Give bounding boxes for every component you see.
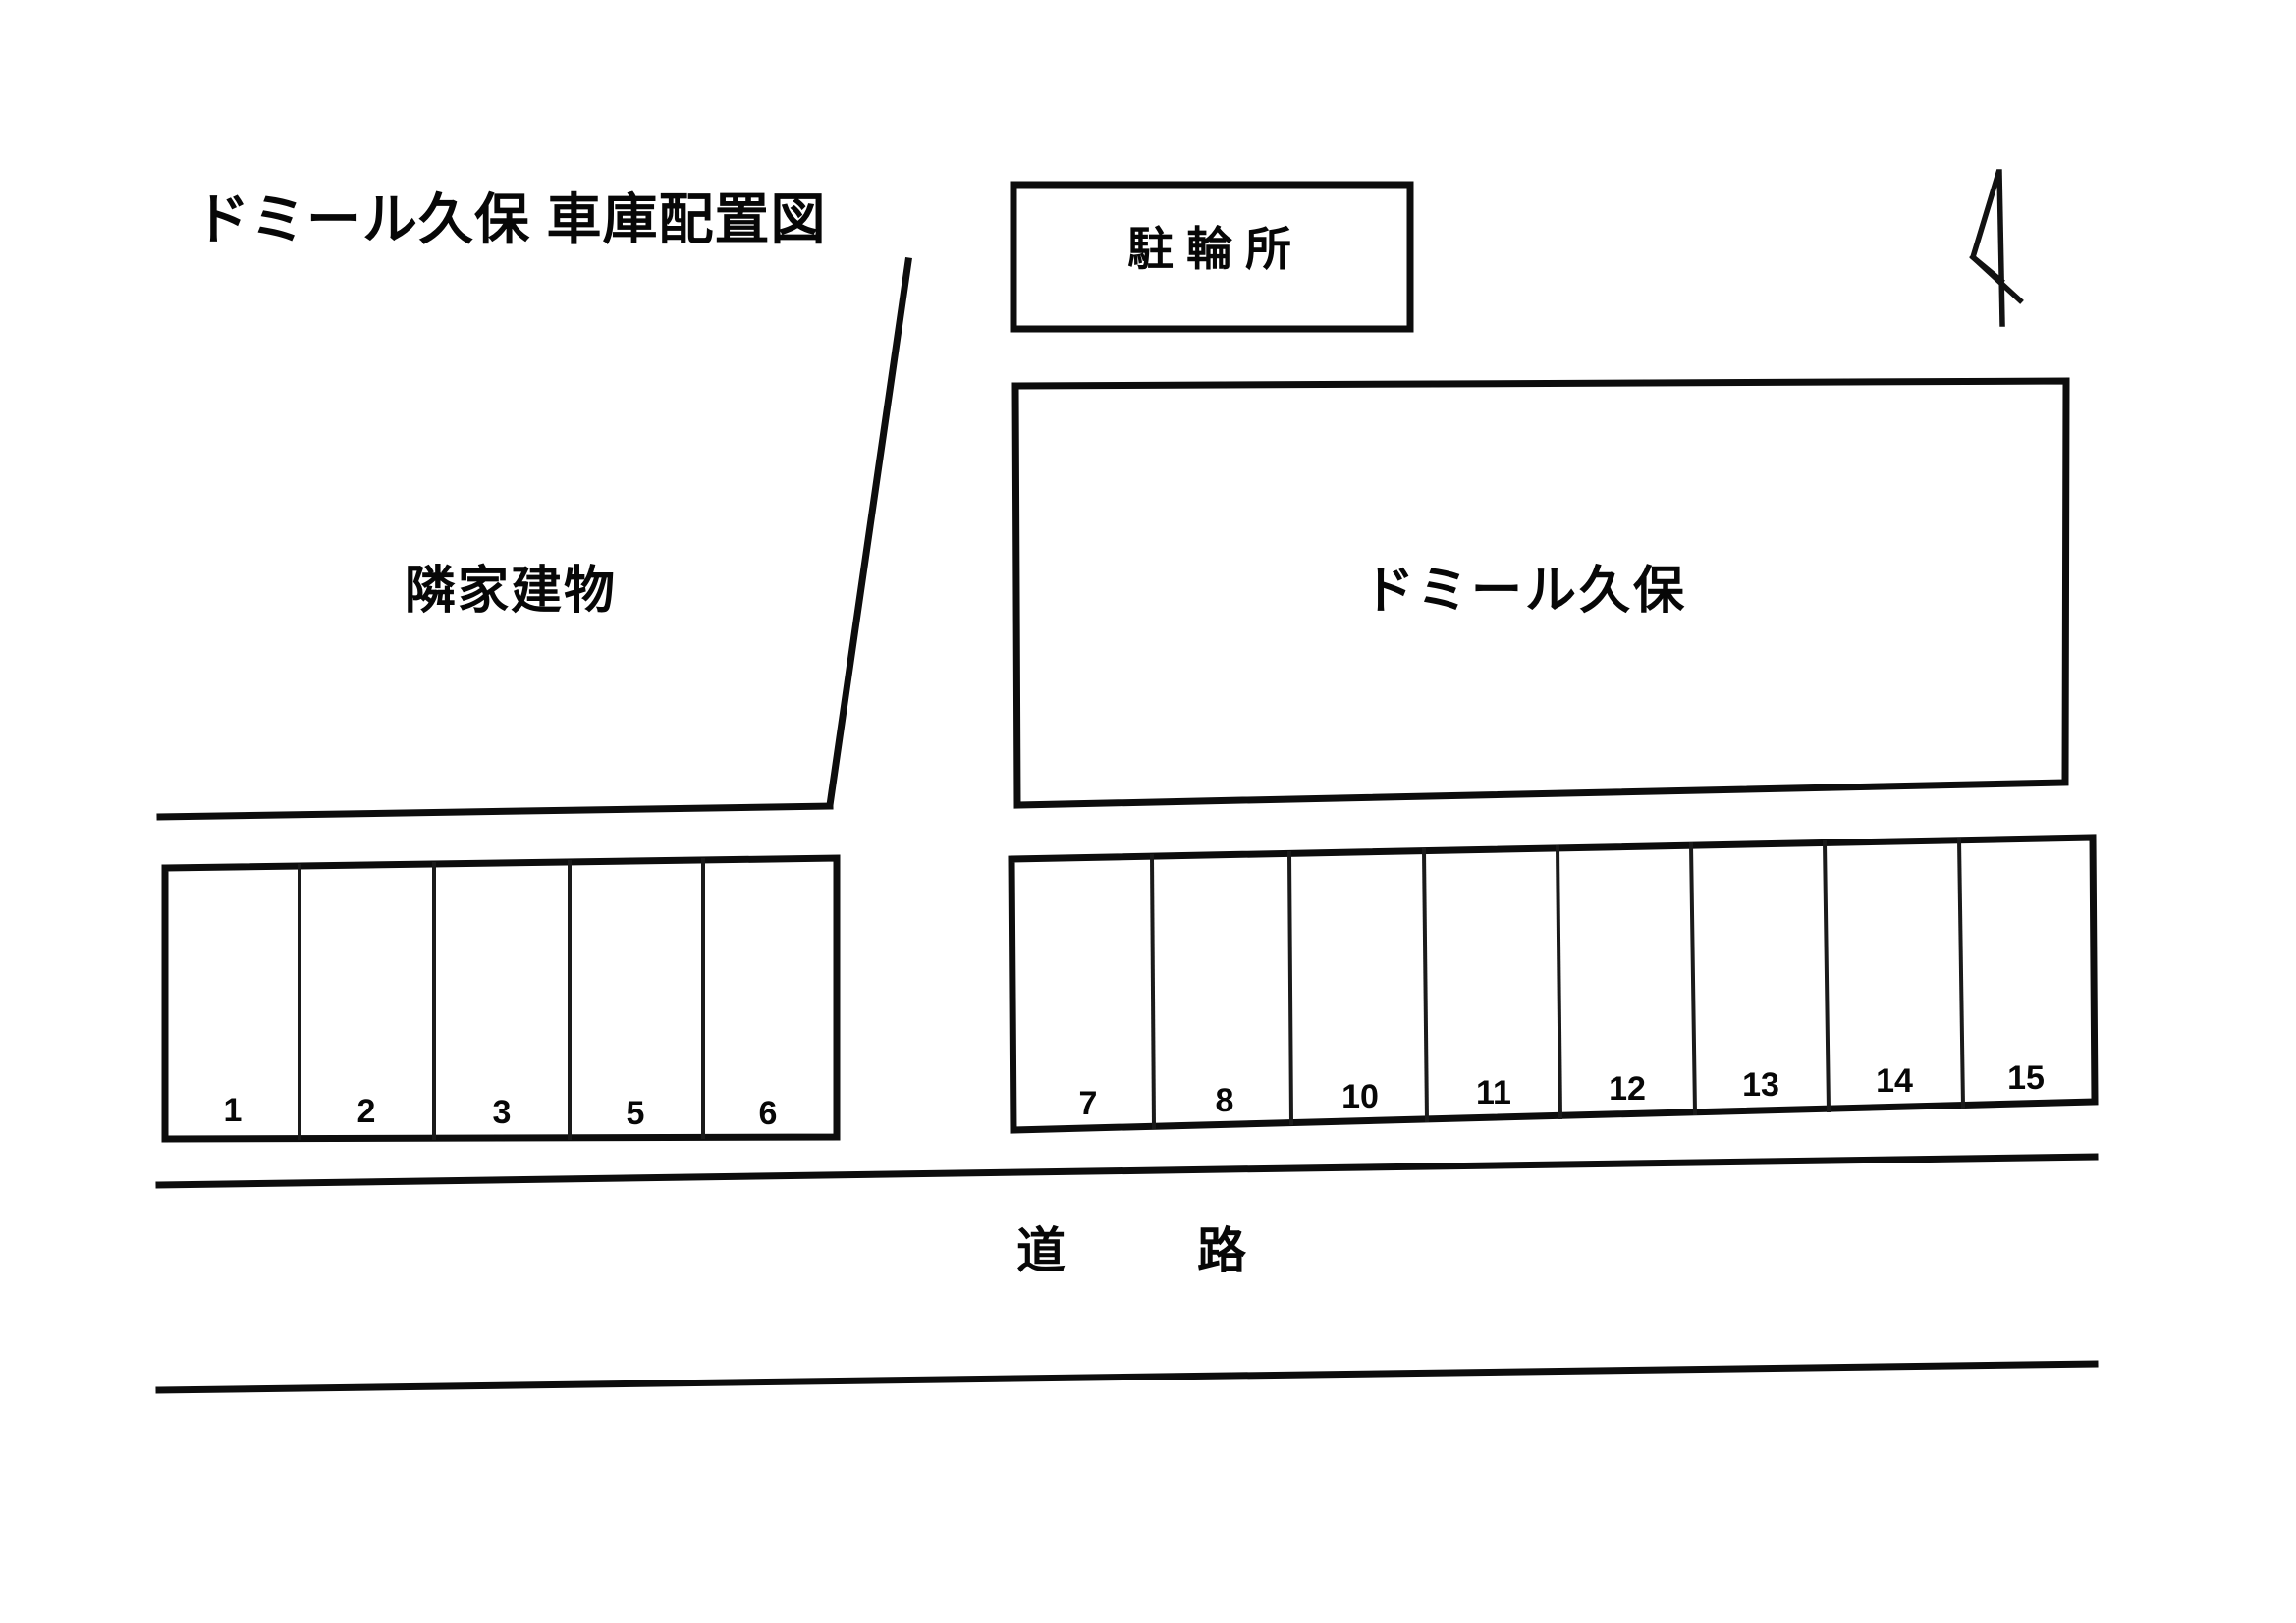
stall-number: 11: [1476, 1074, 1511, 1111]
stall-number: 12: [1609, 1070, 1646, 1108]
left-parking-block: [161, 854, 841, 1143]
bicycle-parking-outline: [1010, 181, 1414, 333]
bicycle-parking-label: 駐輪所: [1127, 223, 1304, 275]
stall-number: 10: [1341, 1078, 1379, 1115]
road-label: 道 路: [1016, 1223, 1287, 1278]
stall-number: 3: [492, 1094, 512, 1131]
stall-number: 14: [1876, 1062, 1913, 1100]
right-parking-block: [1008, 834, 2099, 1134]
stall-number: 1: [223, 1092, 243, 1129]
north-arrow-icon: [1969, 169, 2024, 327]
main-building-label: ドミール久保: [1363, 563, 1688, 620]
road-edges: [155, 1153, 2099, 1394]
stall-number: 5: [626, 1095, 645, 1132]
page-title: ドミール久保 車庫配置図: [194, 189, 827, 250]
stall-number: 7: [1078, 1085, 1098, 1122]
stall-number: 13: [1742, 1066, 1779, 1104]
neighbor-building-label: 隣家建物: [405, 563, 618, 620]
stall-number: 8: [1215, 1082, 1234, 1119]
main-building-outline: [1011, 377, 2070, 809]
stall-number: 15: [2007, 1059, 2045, 1097]
neighbor-building-outline: [156, 257, 912, 821]
stall-number: 2: [356, 1093, 376, 1130]
stall-number: 6: [758, 1095, 778, 1132]
